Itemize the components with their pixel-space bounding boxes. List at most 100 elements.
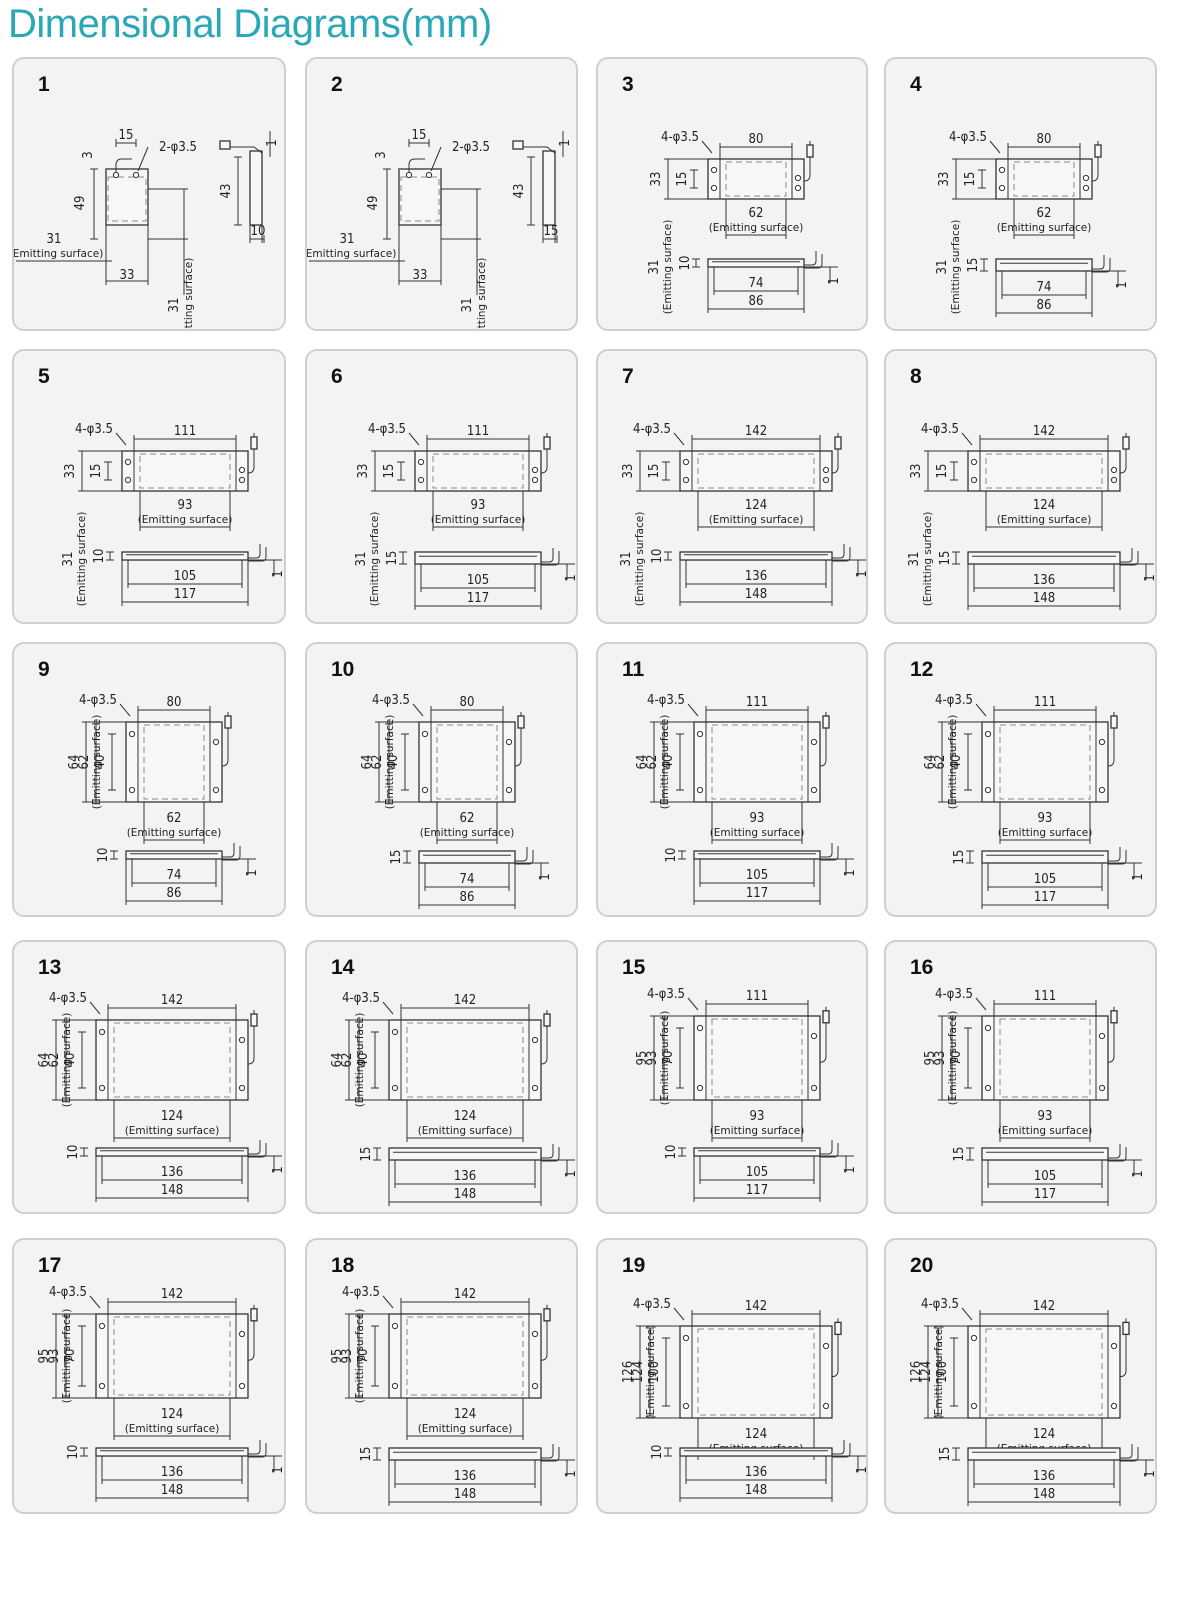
base-thickness-label: 1 (538, 873, 553, 880)
base-thickness-label: 1 (271, 1466, 284, 1473)
emitting-width-label: 124 (1033, 1427, 1055, 1442)
cable-line (540, 1320, 548, 1361)
base-thickness-label: 1 (1143, 1470, 1155, 1477)
inner-width-label: 105 (1034, 872, 1056, 887)
emitting-label: (Emitting surface) (420, 827, 515, 839)
hole-spec-label: 4-φ3.5 (949, 130, 987, 145)
mounting-hole (682, 458, 690, 466)
cable-line (1119, 449, 1127, 474)
side-cable (820, 846, 839, 861)
side-view-body (95, 1147, 249, 1157)
emitting-width-label: 93 (750, 811, 765, 826)
side-view-body (249, 150, 263, 226)
diagram-number: 16 (910, 956, 933, 979)
emitting-width-label: 124 (161, 1109, 183, 1124)
base-thickness-label: 1 (558, 139, 573, 146)
side-view-body (542, 150, 556, 226)
thickness-label: 10 (66, 1145, 81, 1160)
emitting-label: (Emitting surface) (950, 220, 962, 315)
emitting-height-label: 62 (645, 755, 660, 770)
mounting-hole (417, 476, 425, 484)
hole-spec-label: 4-φ3.5 (921, 422, 959, 437)
hole-spacing-label: 15 (647, 464, 662, 479)
hole-spec-label: 4-φ3.5 (49, 991, 87, 1006)
lamp-body (981, 1015, 1109, 1101)
inner-width-label: 74 (167, 868, 182, 883)
emitting-label: (Emitting surface) (947, 1011, 959, 1106)
base-thickness-label: 1 (271, 1166, 284, 1173)
inner-width-label: 105 (746, 1165, 768, 1180)
mounting-hole (1110, 1342, 1118, 1350)
side-cable (222, 846, 241, 861)
top-width-label: 111 (1034, 989, 1056, 1004)
cable-line (408, 158, 425, 173)
diagram-number: 10 (331, 658, 354, 681)
emitting-area (107, 176, 147, 222)
side-cable (1120, 1444, 1133, 1459)
cable-line (831, 449, 839, 474)
body-width-label: 33 (120, 268, 135, 283)
mounting-hole (1098, 1084, 1106, 1092)
emitting-label: (Emitting surface) (125, 1125, 220, 1137)
emitting-label: (Emitting surface) (418, 1423, 513, 1435)
base-thickness-label: 1 (245, 869, 260, 876)
side-width-label: 10 (251, 224, 266, 239)
hole-spacing-label: 40 (93, 755, 108, 770)
inner-width-label: 105 (1034, 1169, 1056, 1184)
base-thickness-label: 1 (827, 277, 842, 284)
emitting-area (113, 1316, 231, 1396)
emitting-width-label: 93 (471, 498, 486, 513)
side-cable (1108, 850, 1127, 865)
emitting-width-label: 62 (1037, 206, 1052, 221)
emitting-width-label: 62 (167, 811, 182, 826)
thickness-label: 15 (938, 551, 953, 566)
body-height-label: 95 (635, 1051, 650, 1066)
side-view-body (95, 1447, 249, 1457)
body-height-label: 95 (923, 1051, 938, 1066)
hole-spacing-label: 70 (63, 1349, 78, 1364)
leader-line (382, 1001, 394, 1015)
leader-line (119, 703, 131, 717)
mounting-hole (984, 730, 992, 738)
connector-plug (517, 715, 525, 729)
side-view-body (967, 551, 1121, 565)
mounting-hole (238, 476, 246, 484)
body-width-label: 33 (413, 268, 428, 283)
mounting-hole (984, 1084, 992, 1092)
hole-spacing-label: 15 (89, 464, 104, 479)
leader-line (408, 432, 420, 446)
connector-plug (834, 1321, 842, 1336)
top-width-label: 142 (745, 1299, 767, 1314)
mounting-hole (794, 174, 802, 182)
top-width-label: 142 (161, 1287, 183, 1302)
diagram-number: 7 (622, 365, 634, 388)
mounting-hole (810, 786, 818, 794)
body-height-label: 64 (635, 755, 650, 770)
base-thickness-label: 1 (271, 570, 284, 577)
emitting-label: (Emitting surface) (307, 248, 396, 260)
mounting-hole (132, 171, 140, 179)
hole-spec-label: 4-φ3.5 (661, 130, 699, 145)
side-cable (523, 146, 556, 154)
connector-plug (543, 436, 551, 450)
emitting-width-label: 124 (161, 1407, 183, 1422)
leader-line (989, 140, 1001, 154)
emitting-area (143, 724, 205, 800)
hole-spacing-label: 15 (675, 172, 690, 187)
emitting-area (436, 724, 498, 800)
thickness-label: 15 (389, 850, 404, 865)
body-height-label: 64 (923, 755, 938, 770)
side-view-body (981, 1147, 1109, 1161)
diagram-number: 12 (910, 658, 933, 681)
hole-spacing-label: 100 (647, 1361, 662, 1383)
inner-width-label: 136 (745, 569, 767, 584)
leader-line (430, 146, 442, 172)
diagram-number: 5 (38, 365, 50, 388)
connector-plug (1122, 436, 1130, 450)
